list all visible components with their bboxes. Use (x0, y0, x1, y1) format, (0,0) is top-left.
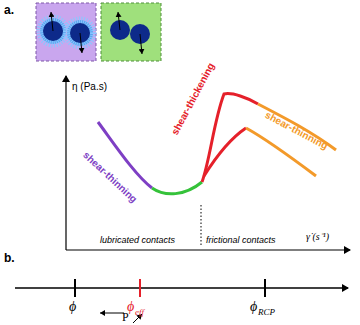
regime-divider (201, 205, 202, 246)
tick (139, 279, 141, 297)
phi-subscript: eff (135, 308, 144, 317)
y-axis (65, 76, 66, 250)
tick (74, 279, 76, 297)
curve-shear-thickening (202, 94, 258, 182)
frictional-box (101, 3, 161, 61)
regime-label: lubricated contacts (100, 236, 175, 245)
regime-label: frictional contacts (206, 236, 276, 245)
motion-arrow (80, 33, 82, 53)
axis-label: η (Pa.s) (72, 82, 107, 92)
shift-arrow (100, 313, 124, 314)
tick (264, 279, 266, 297)
x-axis (66, 249, 350, 250)
panel-label: a. (4, 4, 14, 16)
phi-subscript: RCP (258, 308, 275, 317)
curve-shear-thickening (204, 128, 246, 176)
regime-label: shear-thinning (81, 150, 139, 205)
phi-axis (15, 287, 348, 289)
motion-arrow (118, 12, 120, 30)
axis-label: γ̇ (s⁻¹) (306, 232, 329, 242)
pressure-label: P (122, 311, 129, 323)
phi-label: ϕ (250, 300, 257, 314)
curve-minimum (152, 182, 202, 194)
lubricated-box (36, 3, 96, 61)
motion-arrow (140, 34, 142, 54)
regime-label: shear-thickening (170, 61, 216, 136)
panel-label: b. (4, 252, 15, 264)
phi-label: ϕ (69, 300, 76, 314)
motion-arrow (51, 12, 53, 31)
